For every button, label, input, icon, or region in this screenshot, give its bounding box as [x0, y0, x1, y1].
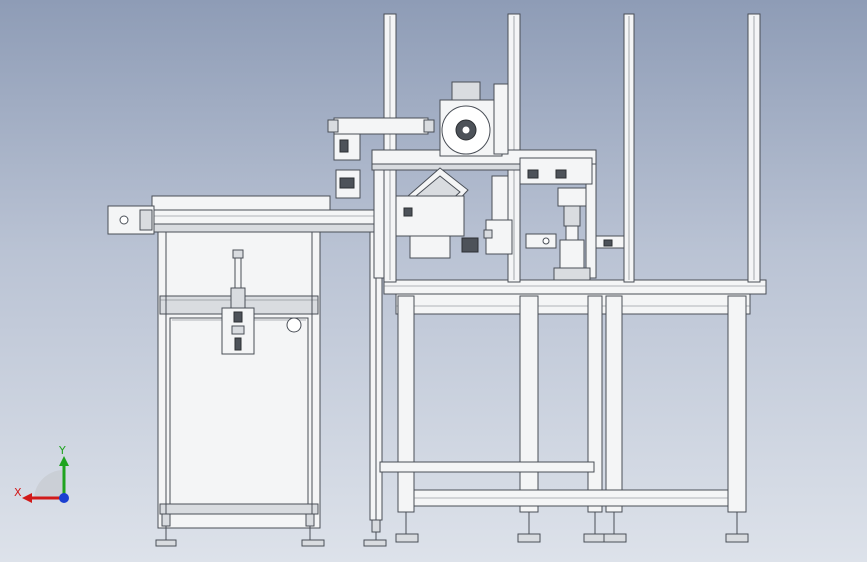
conveyor-beam — [107, 195, 423, 235]
upper-frame — [371, 149, 597, 279]
y-axis-label: Y — [58, 444, 66, 457]
cabinet-feet — [155, 513, 325, 547]
bottle-holder — [525, 187, 625, 281]
table-feet — [395, 512, 749, 543]
coordinate-triad: Y X — [14, 444, 69, 503]
x-axis-label: X — [14, 486, 22, 499]
cabinet-knob — [286, 317, 302, 333]
work-table — [379, 279, 767, 513]
vertical-posts — [383, 13, 761, 283]
vertical-cylinder — [221, 249, 255, 355]
central-mechanism — [395, 167, 513, 259]
motor-assembly — [439, 81, 509, 157]
z-axis-dot — [59, 493, 69, 503]
slider-unit — [327, 117, 435, 199]
conveyor-leg — [363, 231, 387, 547]
